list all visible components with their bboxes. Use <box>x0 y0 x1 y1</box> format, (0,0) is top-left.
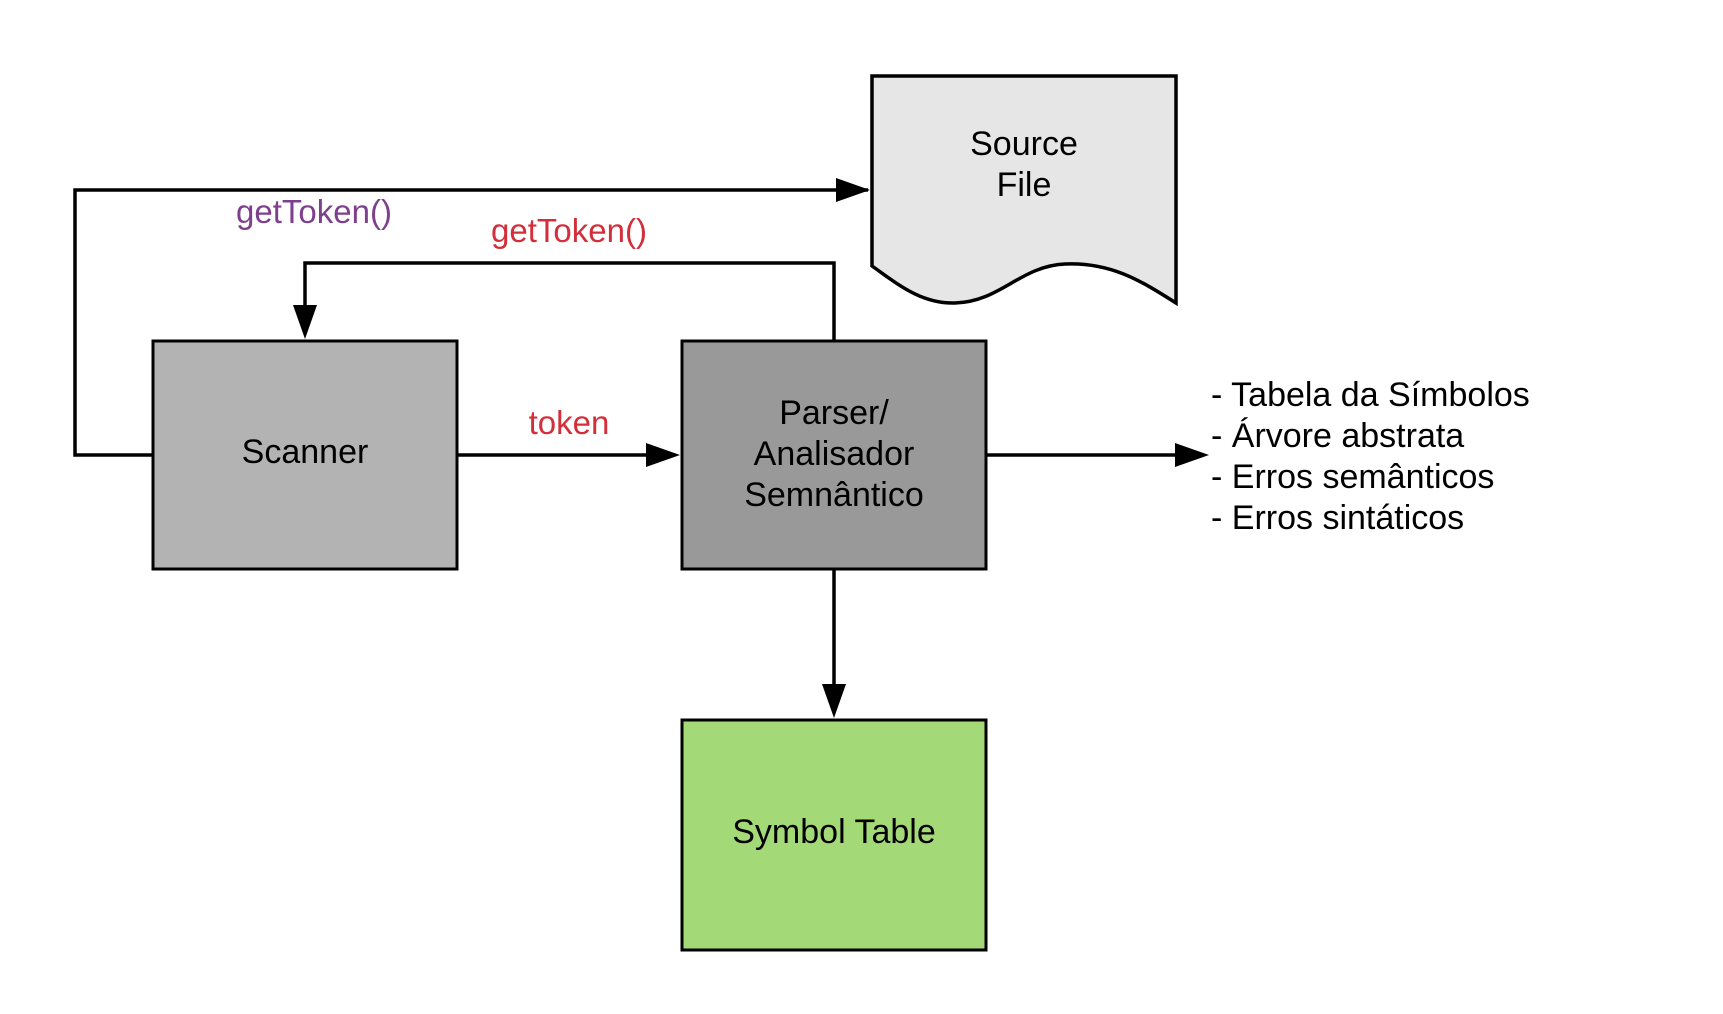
edge-parser-to-scanner-arrowhead <box>293 305 317 339</box>
edge-parser-to-symbol-table <box>822 569 846 718</box>
output-item: - Tabela da Símbolos <box>1211 376 1530 414</box>
source-file-node[interactable]: Source File <box>870 74 1178 307</box>
parser-node[interactable]: Parser/ Analisador Semnântico <box>680 339 988 571</box>
output-item: - Erros sintáticos <box>1211 499 1464 537</box>
symbol-table-box <box>680 718 988 952</box>
parser-label-line3: Semnântico <box>744 476 924 514</box>
symbol-table-label: Symbol Table <box>732 813 936 851</box>
edge-parser-to-outputs <box>986 443 1209 467</box>
edge-parser-to-scanner-line <box>303 261 836 341</box>
edge-scanner-to-parser-label: token <box>529 404 610 441</box>
edge-scanner-to-source-line <box>73 188 868 457</box>
source-file-shape <box>870 74 1178 307</box>
edge-scanner-to-parser-arrowhead <box>646 443 680 467</box>
source-file-label-line2: File <box>997 166 1052 204</box>
scanner-label: Scanner <box>242 433 369 471</box>
scanner-node[interactable]: Scanner <box>151 339 459 571</box>
output-item: - Árvore abstrata <box>1211 417 1464 455</box>
edge-parser-to-symbol-table-arrowhead <box>822 684 846 718</box>
edge-parser-to-scanner: getToken() <box>293 212 836 341</box>
edge-scanner-to-source-label: getToken() <box>236 193 392 230</box>
parser-label-line2: Analisador <box>754 435 915 473</box>
parser-label-line1: Parser/ <box>779 394 889 432</box>
outputs-list: - Tabela da Símbolos - Árvore abstrata -… <box>1211 376 1530 537</box>
edge-parser-to-scanner-label: getToken() <box>491 212 647 249</box>
edge-scanner-to-parser: token <box>457 404 680 467</box>
scanner-box <box>151 339 459 571</box>
source-file-label-line1: Source <box>970 125 1078 163</box>
edge-scanner-to-source-arrowhead <box>836 178 870 202</box>
symbol-table-node[interactable]: Symbol Table <box>680 718 988 952</box>
output-item: - Erros semânticos <box>1211 458 1494 496</box>
edge-parser-to-outputs-arrowhead <box>1175 443 1209 467</box>
edge-scanner-to-source: getToken() <box>73 178 870 457</box>
